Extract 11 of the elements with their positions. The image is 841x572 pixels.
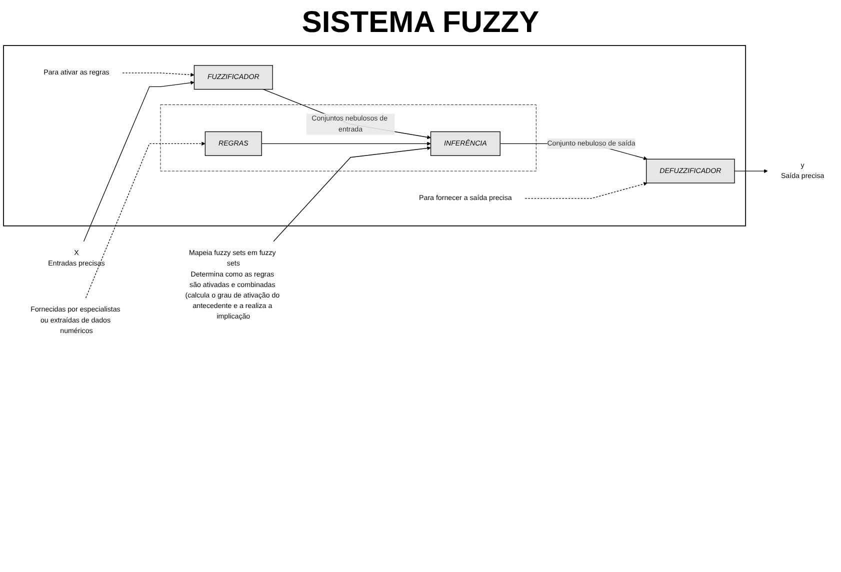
arrow <box>85 142 206 298</box>
arrow <box>273 146 431 242</box>
diagram-title: SISTEMA FUZZY <box>300 6 540 40</box>
arrow <box>83 80 194 242</box>
cluster <box>3 45 746 226</box>
cluster <box>160 104 536 172</box>
arrow <box>524 182 648 199</box>
arrow <box>122 72 194 77</box>
arrow <box>262 88 431 140</box>
arrow <box>261 142 431 146</box>
arrow <box>734 169 768 174</box>
